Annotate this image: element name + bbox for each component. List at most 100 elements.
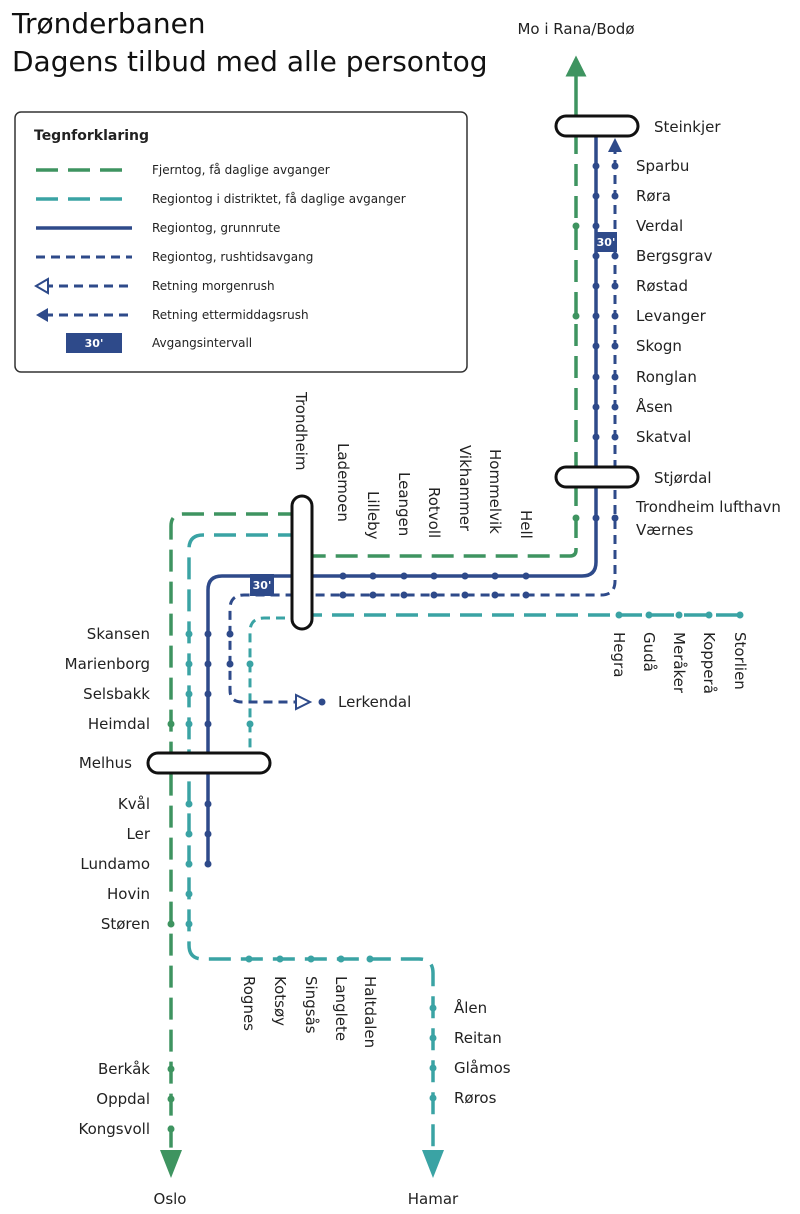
station-dot <box>611 403 619 411</box>
station-dot <box>611 514 619 522</box>
station-dot <box>204 830 212 838</box>
station-dot <box>675 611 683 619</box>
station-label: Kotsøy <box>271 976 289 1026</box>
station-label: Lilleby <box>364 491 382 540</box>
station-label: Røra <box>636 187 671 205</box>
interchange-steinkjer <box>554 114 640 138</box>
arrow-morgenrush-icon <box>295 693 313 711</box>
station-dot <box>611 162 619 170</box>
station-label: Oppdal <box>96 1090 150 1108</box>
station-label: Ler <box>127 825 151 843</box>
station-label: Lerkendal <box>338 693 411 711</box>
station-dot <box>572 222 580 230</box>
station-dot <box>611 433 619 441</box>
station-label: Åsen <box>636 397 673 416</box>
arrow-filled-icon <box>36 308 48 322</box>
station-label: Verdal <box>636 217 683 235</box>
station-dot <box>185 830 193 838</box>
station-dot <box>226 660 234 668</box>
station-dot <box>167 1125 175 1133</box>
station-label: Stjørdal <box>654 469 712 487</box>
station-label: Ronglan <box>636 368 697 386</box>
station-dot <box>572 312 580 320</box>
arrow-oslo-icon <box>160 1150 182 1178</box>
station-label: Melhus <box>79 754 132 772</box>
station-dot <box>429 1064 437 1072</box>
station-dot <box>491 591 499 599</box>
station-dot <box>592 514 600 522</box>
station-label: Steinkjer <box>654 118 721 136</box>
station-label: Støren <box>101 915 150 933</box>
station-dot <box>185 920 193 928</box>
station-label: Bergsgrav <box>636 247 713 265</box>
line-regiontog-distrikt-branch <box>248 616 300 770</box>
line-fjerntog-north <box>300 100 578 558</box>
station-label: Glåmos <box>454 1059 511 1077</box>
station-dot <box>430 591 438 599</box>
station-dot <box>307 955 315 963</box>
station-dot <box>204 690 212 698</box>
station-label: Vikhammer <box>456 445 474 532</box>
interval-badge-north <box>595 232 617 252</box>
legend-box <box>14 111 468 373</box>
station-label: Rognes <box>240 976 258 1031</box>
station-dot <box>167 1065 175 1073</box>
station-dot <box>611 373 619 381</box>
station-dot <box>400 572 408 580</box>
station-label: Skansen <box>87 625 150 643</box>
station-dot <box>369 591 377 599</box>
legend-label-ettermiddagsrush: Retning ettermiddagsrush <box>152 308 309 322</box>
station-dot <box>185 630 193 638</box>
station-dot <box>204 720 212 728</box>
station-dot <box>318 698 326 706</box>
station-label: Haltdalen <box>361 976 379 1048</box>
station-dot <box>339 572 347 580</box>
station-dot <box>611 282 619 290</box>
station-dot <box>204 800 212 808</box>
station-label: Selsbakk <box>83 685 150 703</box>
map-title: Trønderbanen <box>12 7 206 40</box>
station-dot <box>592 282 600 290</box>
station-dot <box>592 252 600 260</box>
station-label: Meråker <box>670 632 688 694</box>
station-dot <box>611 312 619 320</box>
station-label: Hommelvik <box>486 449 504 534</box>
station-dot <box>429 1004 437 1012</box>
legend-label-regiontog: Regiontog, grunnrute <box>152 221 280 235</box>
station-label: Heimdal <box>88 715 150 733</box>
arrow-open-icon <box>34 277 49 295</box>
station-label: Lademoen <box>334 443 352 522</box>
station-label: Marienborg <box>65 655 150 673</box>
station-dot <box>615 611 623 619</box>
station-dot <box>592 342 600 350</box>
station-dot <box>245 955 253 963</box>
station-dot <box>592 192 600 200</box>
interchange-trondheim <box>290 494 314 631</box>
station-dot <box>592 162 600 170</box>
station-label: Kvål <box>118 795 150 813</box>
station-dot <box>736 611 744 619</box>
legend-title: Tegnforklaring <box>34 128 149 144</box>
station-label: Berkåk <box>98 1060 150 1078</box>
legend-badge-label: 30' <box>85 337 104 350</box>
station-dot <box>592 433 600 441</box>
station-dot <box>705 611 713 619</box>
station-dot <box>461 591 469 599</box>
station-dot <box>226 630 234 638</box>
station-label: Sparbu <box>636 157 689 175</box>
station-dot <box>369 572 377 580</box>
station-label: Storlien <box>731 632 749 690</box>
station-label: Langlete <box>332 976 350 1041</box>
station-label: Hell <box>517 510 535 539</box>
station-dot <box>592 373 600 381</box>
arrow-ettermiddagsrush-icon <box>608 138 622 152</box>
station-dot <box>185 860 193 868</box>
line-fjerntog-south <box>169 512 300 1150</box>
station-label: Hegra <box>610 632 628 677</box>
interchange-melhus <box>146 751 272 775</box>
line-regiontog-distrikt-south <box>187 533 435 1150</box>
legend-symbol-intervall <box>66 333 122 353</box>
legend: Tegnforklaring Fjerntog, få daglige avga… <box>14 111 468 373</box>
station-labels: Mo i Rana/Bodø Oslo Hamar Steinkjer Spar… <box>65 20 781 1208</box>
